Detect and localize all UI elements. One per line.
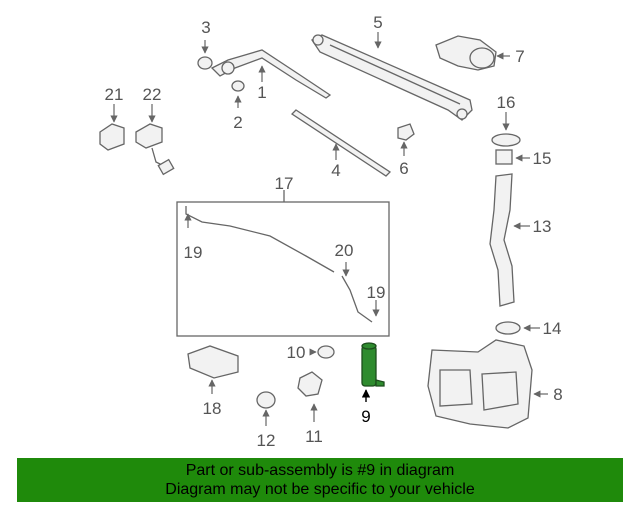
part-6-clip[interactable]	[397, 123, 415, 156]
callout-18: 18	[203, 399, 222, 418]
part-9-washer-pump[interactable]	[361, 342, 385, 402]
part-4-wiper-blade[interactable]	[290, 109, 392, 177]
part-15-seal[interactable]	[495, 149, 530, 165]
part-12-seal[interactable]	[256, 391, 276, 426]
callout-4: 4	[331, 161, 340, 180]
part-7-wiper-motor[interactable]	[435, 35, 510, 71]
callout-10: 10	[287, 343, 306, 362]
part-17-hose-assembly[interactable]	[176, 190, 390, 337]
part-3-cap[interactable]	[197, 40, 213, 70]
banner-line-part: Part or sub-assembly is #9 in diagram	[185, 462, 455, 479]
callout-11: 11	[305, 427, 323, 446]
callout-5: 5	[373, 13, 382, 32]
part-13-filler-neck[interactable]	[489, 173, 530, 307]
callout-22: 22	[143, 85, 162, 104]
part-16-filler-cap[interactable]	[491, 112, 521, 147]
info-banner: Part or sub-assembly is #9 in diagram Di…	[17, 458, 623, 502]
callout-17: 17	[275, 174, 294, 193]
callout-2: 2	[233, 113, 242, 132]
callout-6: 6	[399, 159, 408, 178]
part-10-grommet[interactable]	[309, 345, 335, 359]
callout-19-right: 19	[367, 283, 386, 302]
callout-14: 14	[543, 319, 562, 338]
parts-diagram: 3 1 2 5 7 21 22 16 15 4 6 17 13 19 20 19…	[99, 13, 563, 450]
callout-9: 9	[361, 407, 370, 426]
part-22-washer-nozzle[interactable]	[135, 104, 175, 176]
part-1-wiper-arm[interactable]	[210, 49, 332, 99]
part-2-nut[interactable]	[231, 80, 245, 108]
callout-12: 12	[257, 431, 276, 450]
callout-8: 8	[553, 385, 562, 404]
part-8-washer-reservoir[interactable]	[427, 339, 548, 429]
callout-21: 21	[105, 85, 124, 104]
part-5-wiper-linkage[interactable]	[311, 32, 473, 121]
callout-13: 13	[533, 217, 552, 236]
callout-15: 15	[533, 149, 552, 168]
callout-20: 20	[335, 241, 354, 260]
callout-7: 7	[515, 47, 524, 66]
callout-1: 1	[257, 83, 266, 102]
banner-line-disclaimer: Diagram may not be specific to your vehi…	[165, 481, 475, 498]
part-18-bracket[interactable]	[187, 345, 239, 394]
part-11-pump-motor[interactable]	[297, 371, 323, 422]
part-21-washer-nozzle[interactable]	[99, 104, 125, 151]
callout-16: 16	[497, 93, 516, 112]
callout-3: 3	[201, 18, 210, 37]
callout-19-left: 19	[184, 243, 203, 262]
part-14-grommet[interactable]	[495, 321, 540, 335]
